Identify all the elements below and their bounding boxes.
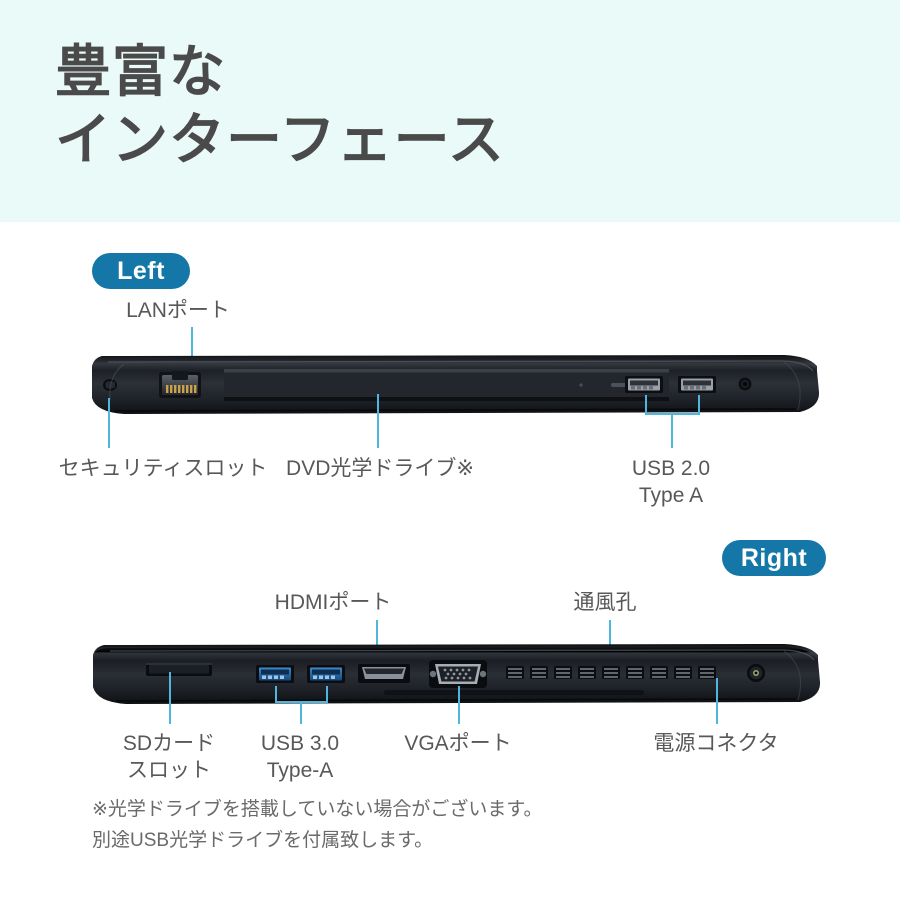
usb-2-port-1 bbox=[625, 376, 663, 393]
label-hdmi-port: HDMIポート bbox=[274, 591, 392, 614]
label-usb-2-0: USB 2.0 Type A bbox=[631, 457, 711, 507]
label-vga-port: VGAポート bbox=[404, 732, 512, 755]
audio-jack-port bbox=[738, 377, 752, 391]
leader-line-usb30-branch-1 bbox=[275, 686, 277, 701]
leader-line-usb20-stem bbox=[671, 413, 673, 448]
label-dvd-drive: DVD光学ドライブ※ bbox=[286, 457, 474, 480]
label-vent: 通風孔 bbox=[573, 591, 637, 614]
leader-line-sd-card-slot bbox=[169, 672, 171, 724]
badge-left: Left bbox=[92, 253, 190, 289]
label-usb-3-0: USB 3.0 Type-A bbox=[260, 732, 340, 782]
footnote-text: ※光学ドライブを搭載していない場合がございます。 別途USB光学ドライブを付属致… bbox=[92, 799, 543, 851]
leader-line-usb20-branch-2 bbox=[698, 395, 700, 413]
laptop-left-side-image bbox=[92, 355, 820, 414]
leader-line-vga-port bbox=[458, 686, 460, 724]
header-band: 豊富な インターフェース bbox=[0, 0, 900, 222]
sd-card-slot-port bbox=[146, 663, 212, 676]
badge-right: Right bbox=[722, 540, 826, 576]
leader-line-hdmi-port bbox=[376, 620, 378, 668]
power-connector-port bbox=[747, 664, 765, 682]
label-security-slot: セキュリティスロット bbox=[58, 457, 268, 480]
hdmi-port bbox=[358, 664, 410, 683]
dvd-optical-drive bbox=[224, 369, 669, 401]
leader-line-dvd-drive bbox=[377, 394, 379, 448]
usb-2-port-2 bbox=[678, 376, 716, 393]
leader-line-usb30-stem bbox=[300, 701, 302, 724]
ventilation-grille bbox=[384, 666, 716, 695]
leader-line-usb30-branch-2 bbox=[326, 686, 328, 701]
label-power-connector: 電源コネクタ bbox=[653, 732, 779, 755]
usb-3-port-1 bbox=[256, 665, 294, 683]
vga-port bbox=[429, 660, 487, 688]
page-title: 豊富な インターフェース bbox=[55, 40, 505, 172]
label-lan-port: LANポート bbox=[126, 299, 230, 322]
laptop-right-side-image bbox=[93, 644, 821, 704]
leader-line-power-connector bbox=[716, 678, 718, 724]
usb-3-port-2 bbox=[307, 665, 345, 683]
leader-line-usb20-branch-1 bbox=[645, 395, 647, 413]
label-sd-card-slot: SDカード スロット bbox=[122, 732, 216, 782]
leader-line-security-slot bbox=[108, 398, 110, 448]
lan-port-rj45 bbox=[159, 371, 201, 398]
